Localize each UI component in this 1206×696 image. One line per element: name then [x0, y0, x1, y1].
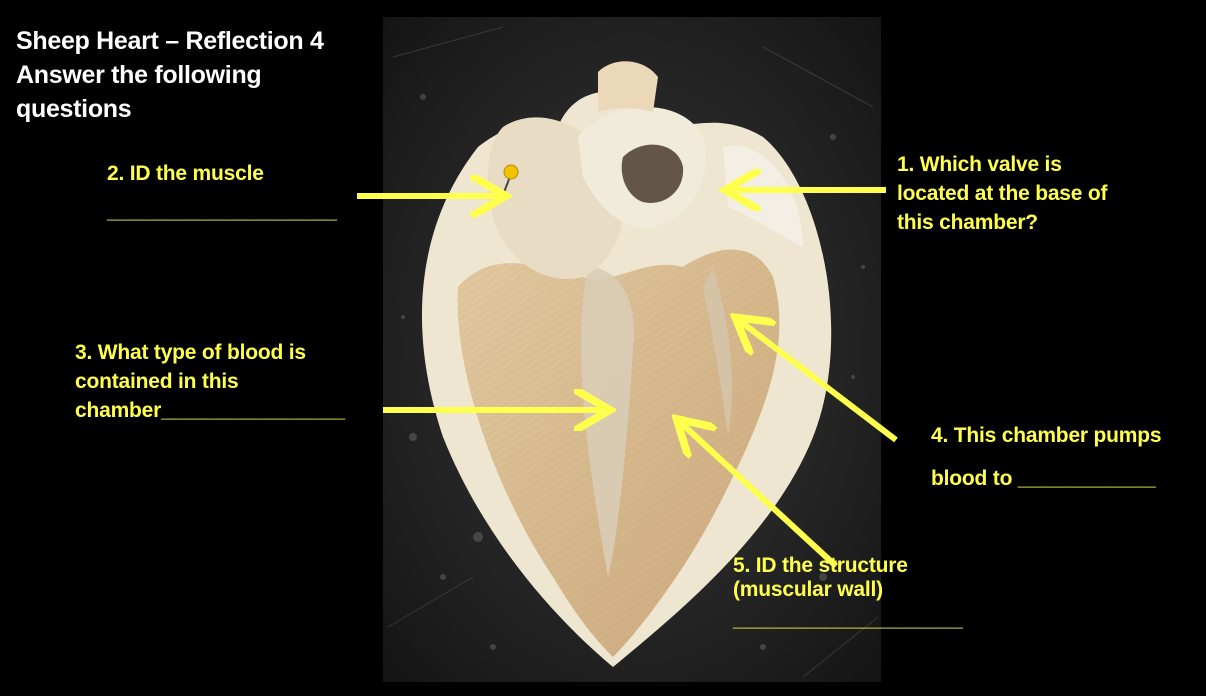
q4-line-1: 4. This chamber pumps — [931, 424, 1162, 447]
arrow-q5 — [681, 423, 839, 569]
slide-title: Sheep Heart – Reflection 4 Answer the fo… — [16, 24, 324, 126]
q4-line-2: blood to ____________ — [931, 467, 1156, 490]
q5-answer-blank: ____________________ — [733, 608, 963, 631]
arrow-q4 — [740, 321, 898, 443]
q5-line-2: (muscular wall) — [733, 578, 883, 601]
q3-line-2: contained in this — [75, 370, 239, 393]
question-1: 1. Which valve is located at the base of… — [897, 150, 1108, 237]
question-4: 4. This chamber pumps blood to _________… — [931, 414, 1162, 500]
q3-line-3: chamber________________ — [75, 399, 345, 422]
sheep-heart-photo — [383, 17, 881, 682]
q1-line-3: this chamber? — [897, 211, 1038, 234]
question-5: 5. ID the structure (muscular wall) ____… — [733, 554, 963, 632]
title-line-3: questions — [16, 95, 132, 123]
q2-line-1: 2. ID the muscle — [107, 162, 264, 185]
title-line-2: Answer the following — [16, 61, 262, 89]
q3-line-1: 3. What type of blood is — [75, 341, 306, 364]
q1-line-2: located at the base of — [897, 182, 1108, 205]
q1-line-1: 1. Which valve is — [897, 153, 1062, 176]
q2-answer-blank: ____________________ — [107, 200, 337, 223]
question-3: 3. What type of blood is contained in th… — [75, 338, 345, 425]
q5-line-1: 5. ID the structure — [733, 554, 908, 577]
title-line-1: Sheep Heart – Reflection 4 — [16, 27, 324, 55]
heart-image — [383, 17, 881, 682]
question-2: 2. ID the muscle ____________________ — [107, 155, 337, 231]
